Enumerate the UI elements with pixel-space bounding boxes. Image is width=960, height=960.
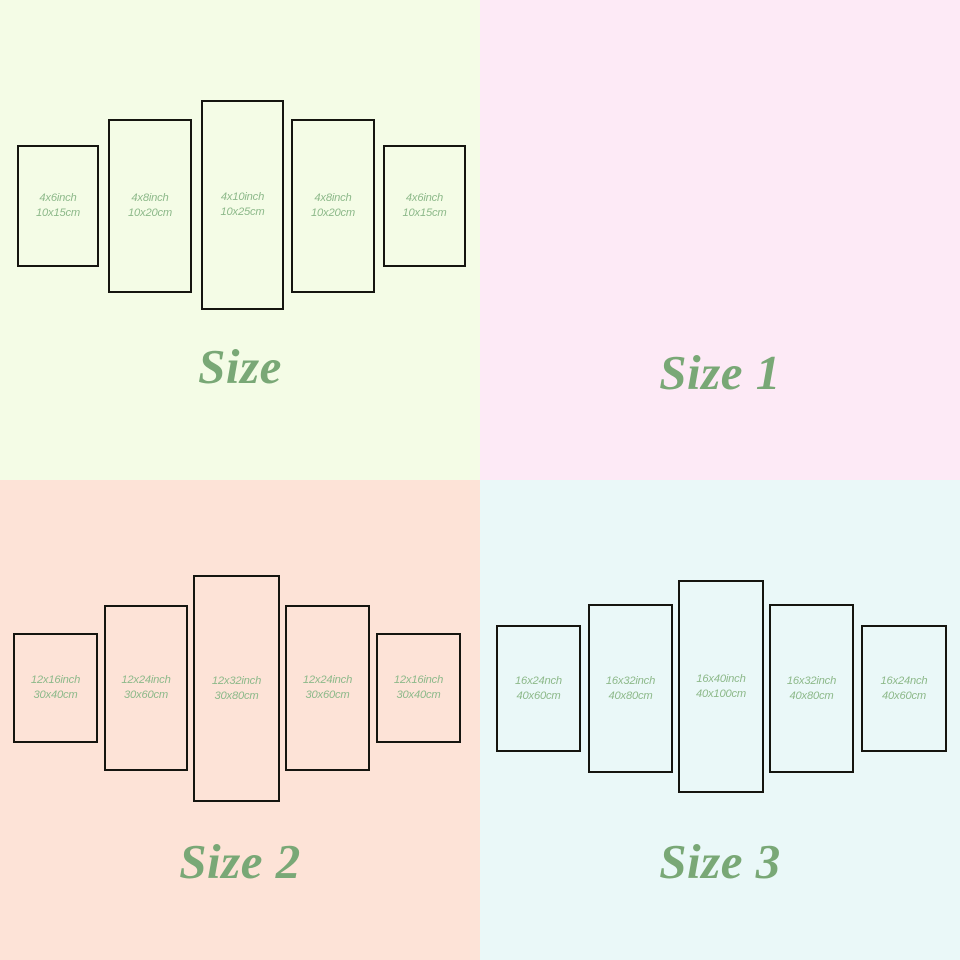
size-option-size-1[interactable]: 8x14nch20x35cm8x18inch20x45cm8x22inch20x… — [480, 0, 960, 480]
canvas-panel[interactable]: 4x8inch 10x20cm — [291, 119, 375, 293]
size-option-size[interactable]: 4x6inch 10x15cm 4x8inch 10x20cm 4x10inch 10x2… — [0, 0, 480, 480]
canvas-panel[interactable]: 12x16inch 30x40cm — [13, 633, 98, 743]
size-option-title: Size — [198, 339, 282, 394]
panel-size-cm: 40x60cm — [516, 689, 561, 702]
canvas-panel[interactable]: 12x32inch 30x80cm — [193, 575, 280, 802]
panel-size-inch: 4x8inch — [314, 192, 352, 205]
canvas-panel[interactable]: 12x24inch 30x60cm — [104, 605, 188, 771]
panel-size-inch: 16x24nch — [880, 674, 928, 687]
size-option-title: Size 1 — [659, 345, 781, 400]
panel-size-inch: 16x32inch — [605, 674, 656, 687]
panel-size-cm: 40x80cm — [789, 689, 834, 702]
panel-group: 8x14nch20x35cm8x18inch20x45cm8x22inch20x… — [480, 0, 960, 480]
canvas-panel[interactable]: 4x6inch 10x15cm — [17, 145, 99, 267]
panel-size-inch: 4x6inch — [405, 192, 444, 205]
canvas-panel[interactable]: 12x24inch 30x60cm — [285, 605, 370, 771]
panel-size-inch: 4x10inch — [220, 191, 265, 204]
panel-size-inch: 12x24inch — [121, 674, 171, 687]
panel-size-cm: 10x15cm — [36, 207, 80, 219]
panel-size-inch: 12x32inch — [211, 674, 262, 687]
panel-size-inch: 4x8inch — [131, 192, 169, 205]
panel-size-inch: 12x16inch — [393, 674, 444, 687]
canvas-panel[interactable]: 4x10inch 10x25cm — [201, 100, 284, 310]
size-option-title: Size 2 — [179, 834, 301, 889]
canvas-panel[interactable]: 4x6inch 10x15cm — [383, 145, 466, 267]
panel-group: 16x24nch 40x60cm 16x32inch 40x80cm 16x40inch… — [480, 480, 960, 960]
size-option-size-3[interactable]: 16x24nch 40x60cm 16x32inch 40x80cm 16x40inch… — [480, 480, 960, 960]
panel-size-cm: 10x20cm — [311, 207, 355, 219]
panel-size-inch: 4x6inch — [39, 192, 77, 205]
panel-size-cm: 10x20cm — [128, 207, 172, 219]
panel-size-cm: 10x15cm — [402, 207, 447, 219]
panel-group: 12x16inch 30x40cm 12x24inch 30x60cm 12x32inc… — [0, 480, 480, 960]
canvas-panel[interactable]: 16x32inch 40x80cm — [769, 604, 854, 773]
panel-size-cm: 40x100cm — [695, 687, 747, 700]
panel-size-cm: 10x25cm — [220, 206, 265, 218]
canvas-panel[interactable]: 16x24nch 40x60cm — [861, 625, 947, 752]
size-option-size-2[interactable]: 12x16inch 30x40cm 12x24inch 30x60cm 12x32inc… — [0, 480, 480, 960]
panel-size-cm: 30x80cm — [214, 689, 259, 702]
panel-size-cm: 30x60cm — [305, 689, 350, 701]
canvas-panel[interactable]: 16x40inch 40x100cm — [678, 580, 764, 793]
panel-size-inch: 16x24nch — [515, 674, 562, 687]
canvas-panel[interactable]: 16x32inch 40x80cm — [588, 604, 673, 773]
size-option-title: Size 3 — [659, 834, 781, 889]
canvas-panel[interactable]: 16x24nch 40x60cm — [496, 625, 581, 752]
panel-size-inch: 16x32inch — [786, 674, 837, 687]
panel-size-cm: 40x60cm — [882, 689, 926, 702]
panel-size-cm: 30x60cm — [124, 689, 168, 701]
panel-size-cm: 30x40cm — [33, 689, 78, 701]
canvas-panel[interactable]: 12x16inch 30x40cm — [376, 633, 461, 743]
canvas-panel[interactable]: 4x8inch 10x20cm — [108, 119, 192, 293]
panel-size-cm: 30x40cm — [396, 689, 441, 701]
panel-size-inch: 12x24inch — [302, 674, 353, 687]
panel-size-cm: 40x80cm — [608, 689, 653, 702]
panel-group: 4x6inch 10x15cm 4x8inch 10x20cm 4x10inch 10x2… — [0, 0, 480, 480]
panel-size-inch: 12x16inch — [30, 674, 81, 687]
panel-size-inch: 16x40inch — [696, 672, 746, 685]
